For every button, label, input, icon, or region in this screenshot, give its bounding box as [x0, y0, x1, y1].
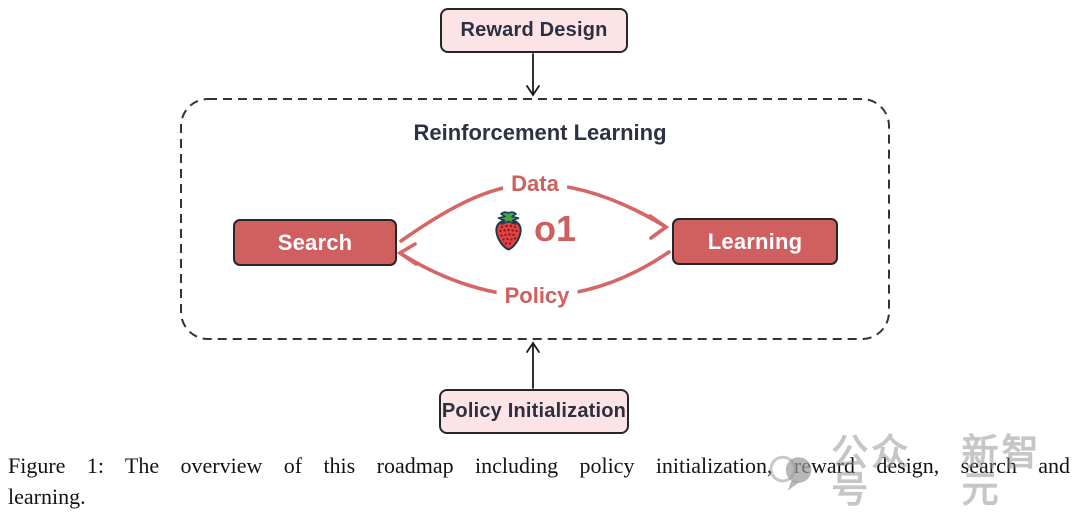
search-node: Search: [233, 219, 397, 266]
strawberry-icon: [495, 211, 522, 251]
policy-init-to-rl-arrow: [526, 341, 540, 389]
figure-caption-line1: Figure 1: The overview of this roadmap i…: [8, 453, 1070, 478]
policy-initialization-node: Policy Initialization: [439, 389, 629, 434]
search-label: Search: [277, 229, 353, 255]
figure-caption-line2: learning.: [8, 484, 86, 509]
reward-design-node: Reward Design: [440, 8, 628, 53]
learning-label: Learning: [707, 228, 803, 254]
reward-design-label: Reward Design: [460, 19, 608, 41]
o1-center-group: o1: [492, 211, 576, 251]
learning-node: Learning: [672, 218, 838, 265]
reward-to-rl-arrow: [526, 53, 540, 97]
policy-initialization-label: Policy Initialization: [441, 400, 627, 422]
rl-container-border: [180, 98, 890, 340]
o1-model-label: o1: [534, 208, 577, 249]
rl-container-title: Reinforcement Learning: [413, 120, 667, 145]
policy-edge-label: Policy: [496, 283, 578, 309]
figure-caption: Figure 1: The overview of this roadmap i…: [8, 450, 1070, 512]
data-edge-label: Data: [503, 171, 567, 197]
